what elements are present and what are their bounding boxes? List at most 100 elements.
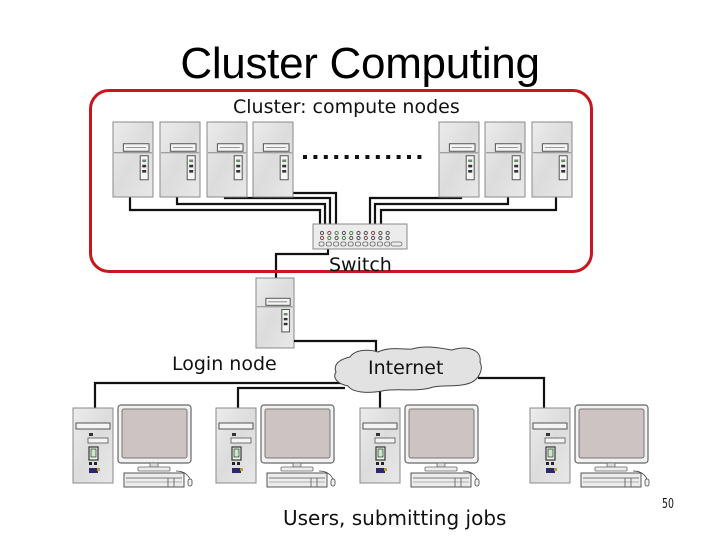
front-panel bbox=[281, 309, 290, 333]
compute-node bbox=[531, 121, 573, 198]
monitor-screen bbox=[264, 408, 331, 459]
user-workstation bbox=[529, 404, 650, 488]
front-panel bbox=[558, 155, 568, 181]
switch-led bbox=[327, 230, 332, 236]
mouse-cable bbox=[462, 470, 478, 480]
wire bbox=[373, 197, 510, 224]
ellipsis-dot bbox=[344, 155, 349, 159]
wire bbox=[478, 376, 546, 410]
front-panel bbox=[139, 155, 149, 181]
mouse bbox=[644, 478, 650, 487]
cluster-boundary bbox=[89, 89, 593, 273]
switch-port bbox=[333, 241, 340, 247]
switch-led bbox=[349, 230, 354, 236]
user-workstation bbox=[359, 404, 480, 488]
monitor-base bbox=[137, 466, 171, 472]
wire bbox=[274, 249, 330, 280]
drive-bay bbox=[532, 422, 568, 430]
internet-label: Internet bbox=[368, 357, 444, 379]
wire bbox=[175, 197, 327, 224]
switch-led bbox=[319, 235, 325, 241]
switch-uplink bbox=[390, 241, 403, 247]
switch-led bbox=[371, 235, 376, 241]
switch-led bbox=[341, 230, 346, 236]
switch-label: Switch bbox=[329, 254, 392, 276]
compute-node bbox=[112, 121, 154, 198]
slide-title: Cluster Computing bbox=[180, 39, 540, 88]
switch-led bbox=[327, 235, 332, 241]
monitor-stand bbox=[292, 462, 302, 468]
mouse-cable bbox=[175, 470, 191, 480]
switch-led bbox=[371, 230, 376, 236]
switch-led bbox=[363, 235, 368, 241]
user-network-wires bbox=[93, 339, 546, 410]
drive-bay bbox=[218, 422, 254, 430]
front-panel bbox=[279, 155, 289, 181]
switch-port bbox=[318, 241, 325, 247]
ellipsis-dot bbox=[407, 155, 411, 159]
ellipsis-dot bbox=[303, 155, 307, 159]
monitor-stand bbox=[149, 462, 159, 468]
front-panel bbox=[233, 155, 243, 181]
ellipsis-dots bbox=[303, 155, 422, 159]
login-node bbox=[255, 277, 295, 349]
keyboard bbox=[266, 472, 328, 488]
users-label: Users, submitting jobs bbox=[283, 506, 507, 530]
monitor-screen bbox=[121, 408, 188, 459]
switch-port bbox=[325, 241, 332, 247]
wire bbox=[379, 197, 558, 224]
drive-bay bbox=[544, 437, 566, 444]
ellipsis-dot bbox=[355, 155, 359, 159]
switch-led bbox=[356, 235, 361, 241]
wire bbox=[294, 339, 378, 352]
front-panel bbox=[465, 155, 475, 181]
mouse-cable bbox=[632, 470, 648, 480]
switch-port bbox=[340, 241, 347, 247]
ellipsis-dot bbox=[313, 155, 318, 159]
switch-port bbox=[355, 241, 361, 247]
monitor-stand bbox=[606, 462, 616, 468]
drive-bay bbox=[87, 437, 109, 444]
switch-led bbox=[341, 235, 346, 241]
compute-node bbox=[206, 121, 248, 198]
wire bbox=[93, 381, 345, 410]
ellipsis-dot bbox=[386, 155, 391, 159]
monitor-stand bbox=[436, 462, 446, 468]
power-button bbox=[376, 468, 385, 473]
user-workstations bbox=[72, 404, 650, 488]
switch-led bbox=[385, 235, 390, 241]
cluster-label: Cluster: compute nodes bbox=[233, 96, 460, 118]
monitor-base bbox=[424, 466, 458, 472]
mouse bbox=[474, 478, 480, 487]
switch-led bbox=[363, 230, 368, 236]
switch-led bbox=[378, 230, 383, 236]
compute-node bbox=[252, 121, 294, 198]
ellipsis-dot bbox=[417, 155, 422, 159]
front-panel bbox=[511, 155, 521, 181]
mouse-cable bbox=[318, 470, 334, 480]
drive-bay bbox=[374, 437, 396, 444]
switch-led bbox=[334, 230, 339, 236]
ellipsis-dot bbox=[323, 155, 328, 159]
monitor-screen bbox=[408, 408, 475, 459]
monitor-screen bbox=[578, 408, 645, 459]
mouse bbox=[187, 478, 193, 487]
keyboard bbox=[123, 472, 185, 488]
switch-port bbox=[384, 241, 391, 247]
ellipsis-dot bbox=[334, 155, 339, 159]
switch-led bbox=[334, 235, 339, 241]
switch-led bbox=[378, 235, 383, 241]
internet-cloud bbox=[334, 346, 482, 393]
front-panel bbox=[186, 155, 196, 181]
power-button bbox=[232, 468, 241, 473]
login-node-label: Login node bbox=[172, 353, 277, 375]
keyboard bbox=[580, 472, 642, 488]
switch-port bbox=[376, 241, 383, 247]
power-button bbox=[546, 468, 555, 473]
switch-led bbox=[319, 230, 325, 236]
monitor-base bbox=[594, 466, 628, 472]
switch-led bbox=[349, 235, 354, 241]
compute-node bbox=[159, 121, 201, 198]
drive-bay bbox=[75, 422, 111, 430]
network-switch bbox=[312, 223, 408, 250]
